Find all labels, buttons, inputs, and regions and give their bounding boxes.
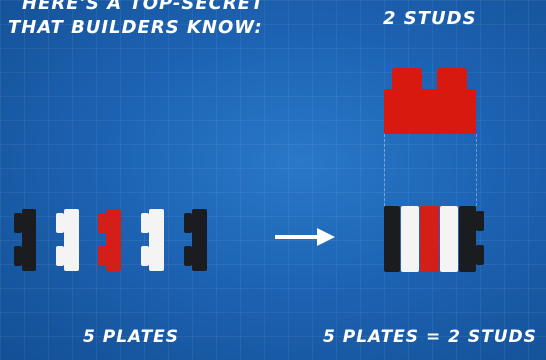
two-studs-label: 2 studs xyxy=(383,8,477,29)
five-plates-label: 5 plates xyxy=(83,327,179,347)
stacked-plate-white-2 xyxy=(440,206,458,272)
guide-line-right xyxy=(476,134,477,206)
stacked-plate-black-1 xyxy=(384,206,400,272)
plate-stud xyxy=(14,246,22,266)
plate-stud xyxy=(141,246,149,266)
plate-red xyxy=(106,209,121,271)
equation-label: 5 plates = 2 studs xyxy=(323,327,537,347)
plate-stud xyxy=(56,246,64,266)
plate-black-2 xyxy=(192,209,207,271)
plate-black-1 xyxy=(22,209,36,271)
stacked-plate-red xyxy=(420,206,439,272)
plate-stud xyxy=(184,213,192,233)
right-arrow-icon xyxy=(275,226,337,248)
plate-stud xyxy=(98,213,106,233)
plate-white-1 xyxy=(64,209,79,271)
brick-stud-right xyxy=(437,68,467,90)
stacked-plate-black-2 xyxy=(459,206,476,272)
plate-stud xyxy=(98,246,106,266)
plate-white-2 xyxy=(149,209,164,271)
intro-text-line-2: that builders know: xyxy=(8,18,263,38)
stacked-stud xyxy=(476,245,484,265)
plate-stud xyxy=(14,213,22,233)
brick-stud-left xyxy=(392,68,422,90)
plate-stud xyxy=(184,246,192,266)
stacked-plate-white-1 xyxy=(401,206,419,272)
stacked-stud xyxy=(476,211,484,231)
plate-stud xyxy=(141,213,149,233)
plate-stud xyxy=(56,213,64,233)
intro-text-line-1: Here's a top-secret xyxy=(22,0,264,14)
guide-line-left xyxy=(384,134,385,206)
brick-body xyxy=(384,89,476,134)
